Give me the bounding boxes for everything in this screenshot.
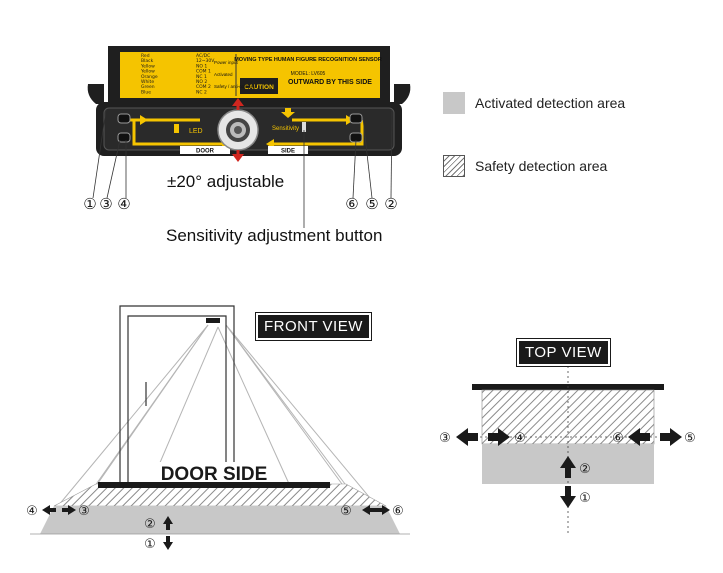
top-marker-0: ③ [439, 431, 451, 446]
sensor-title: MOVING TYPE HUMAN FIGURE RECOGNITION SEN… [234, 57, 382, 63]
wire-signal-3: COM 1 [196, 69, 211, 75]
sensitivity-caption: Sensitivity adjustment button [166, 226, 383, 245]
group-power: Power input [214, 60, 239, 65]
callout-left-0: ① [83, 195, 96, 213]
sensitivity-label: Sensitivity [272, 126, 299, 132]
callout-leaders [92, 109, 393, 228]
group-safety: Safety / anti-collision [214, 84, 256, 89]
wire-color-3: Yellow [140, 69, 155, 75]
legend-gray-swatch [443, 92, 465, 114]
top-marker-5: ① [579, 491, 591, 506]
front-marker-1: ③ [78, 504, 90, 519]
top-marker-1: ④ [514, 431, 526, 446]
door-frame [119, 305, 235, 486]
front-marker-3: ⑥ [392, 504, 404, 519]
front-view-title: FRONT VIEW [255, 312, 372, 341]
callout-left-1: ③ [99, 195, 112, 213]
front-marker-0: ④ [26, 504, 38, 519]
front-view: DOOR SIDE ④ ③ ⑤ ⑥ ② ① [26, 305, 410, 552]
top-view-title: TOP VIEW [516, 338, 611, 367]
top-marker-3: ⑤ [684, 431, 696, 446]
sensitivity-button [302, 122, 306, 132]
top-marker-2: ⑥ [612, 431, 624, 446]
wire-signal-2: NO 1 [196, 63, 207, 69]
wire-signal-5: NO 2 [196, 79, 207, 85]
wire-color-5: White [141, 79, 154, 85]
wire-signal-6: COM 2 [196, 84, 211, 90]
detection-rays [57, 324, 381, 511]
angle-caption: ±20° adjustable [167, 172, 285, 191]
legend-activated-label: Activated detection area [475, 95, 626, 111]
callout-right-1: ⑤ [365, 195, 378, 213]
wire-color-7: Blue [141, 89, 151, 95]
legend-safety: Safety detection area [443, 155, 607, 177]
group-activated: Activated [214, 72, 233, 77]
front-marker-5: ① [144, 537, 156, 552]
callout-right-0: ⑥ [345, 195, 358, 213]
legend-activated: Activated detection area [443, 92, 625, 114]
front-marker-4: ② [144, 517, 156, 532]
led-label: LED [189, 128, 203, 135]
wire-signal-0: AC/DC [196, 53, 210, 59]
door-tab: DOOR [196, 149, 215, 155]
sensor-device: MOVING TYPE HUMAN FIGURE RECOGNITION SEN… [87, 46, 411, 162]
door-side-label: DOOR SIDE [161, 464, 268, 485]
legend-hatch-swatch [443, 155, 465, 177]
callout-left-2: ④ [117, 195, 130, 213]
front-marker-2: ⑤ [340, 504, 352, 519]
side-tab: SIDE [281, 149, 295, 155]
top-marker-4: ② [579, 462, 591, 477]
wire-color-1: Black [141, 58, 154, 64]
door-threshold [98, 482, 330, 488]
outward-label: OUTWARD BY THIS SIDE [288, 79, 372, 86]
wire-color-6: Green [141, 84, 155, 90]
wire-signal-1: 12~30V [196, 58, 215, 64]
wire-signal-7: NC 2 [196, 89, 207, 95]
top-view: ③ ④ ⑥ ⑤ ② ① [439, 366, 696, 534]
wire-color-2: Yellow [140, 63, 155, 69]
wire-color-0: Red [141, 53, 150, 59]
callout-right-2: ② [384, 195, 397, 213]
caution-label: CAUTION [244, 84, 274, 91]
wire-color-4: Orange [141, 74, 158, 80]
wire-signal-4: NC 1 [196, 74, 207, 80]
legend-safety-label: Safety detection area [475, 158, 608, 174]
activated-zone-front [40, 506, 400, 534]
front-sensor [206, 318, 220, 323]
sensor-model: MODEL: LV605 [291, 71, 326, 77]
tilt-arrows-icon [232, 98, 244, 162]
